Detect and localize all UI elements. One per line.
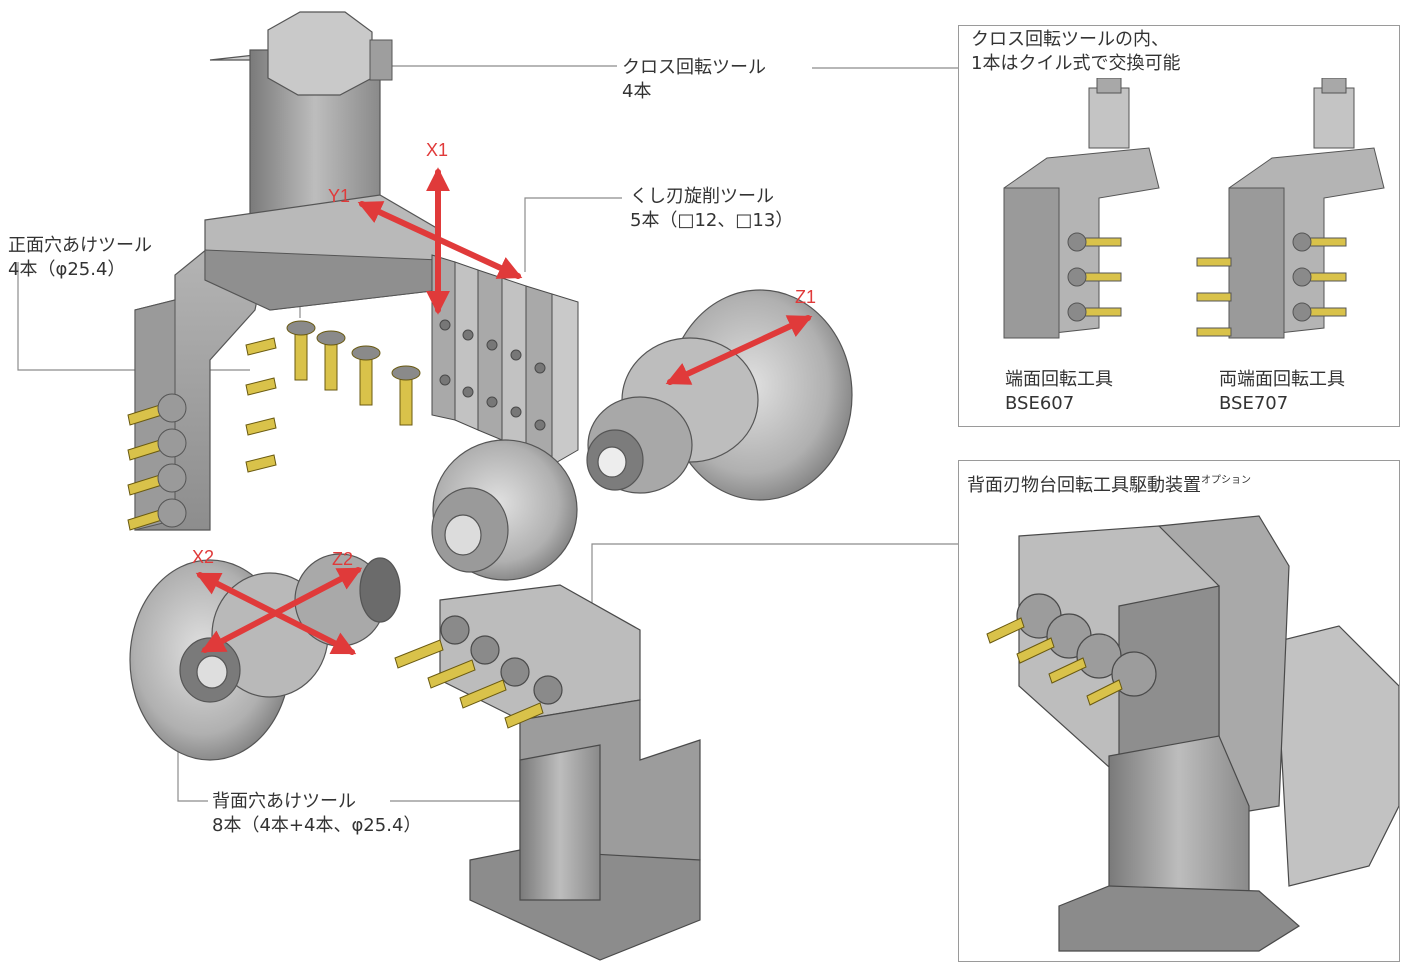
leader-back-drill-right <box>390 710 521 802</box>
axis-label-z2: Z2 <box>332 549 354 569</box>
tool-b-caption: 両端面回転工具 BSE707 <box>1219 368 1345 416</box>
inset-top-illustration <box>1003 78 1385 339</box>
front-drilling-tools <box>127 337 277 531</box>
arrow-y1 <box>357 201 523 279</box>
cross-rotary-tools <box>286 320 421 426</box>
back-tool-holder <box>439 584 701 961</box>
back-drilling-tools <box>394 639 544 729</box>
cross-tool-label-line1: クロス回転ツール <box>622 57 766 78</box>
sub-spindle <box>129 553 401 761</box>
leader-gang-tool <box>524 197 622 272</box>
inset-top-title-line2: 1本はクイル式で交換可能 <box>971 53 1181 74</box>
inset-back-drive-panel: 背面刃物台回転工具駆動装置オプション <box>958 460 1400 962</box>
double-end-face-tool-image <box>1196 78 1385 339</box>
gang-turning-tools <box>431 254 579 466</box>
arrow-z2 <box>200 567 363 653</box>
end-face-tool-image <box>1003 78 1160 339</box>
inset-cross-tool-panel: クロス回転ツールの内、 1本はクイル式で交換可能 <box>958 25 1400 427</box>
back-drill-label-line2: 8本（4本+4本、φ25.4） <box>212 815 422 836</box>
back-drive-drill-pins <box>986 617 1123 706</box>
front-drill-label: 正面穴あけツール 4本（φ25.4） <box>8 234 152 282</box>
axis-label-y1: Y1 <box>328 186 351 206</box>
tool-b-name: 両端面回転工具 <box>1219 369 1345 390</box>
axis-arrows <box>195 167 813 655</box>
front-drill-label-line1: 正面穴あけツール <box>8 235 152 256</box>
inset-bottom-title-main: 背面刃物台回転工具駆動装置 <box>967 475 1201 496</box>
back-drill-label-line1: 背面穴あけツール <box>212 791 356 812</box>
inset-bottom-illustration <box>986 515 1399 952</box>
tool-a-name: 端面回転工具 <box>1005 369 1113 390</box>
tool-b-code: BSE707 <box>1219 393 1289 414</box>
gang-tool-label-line2: 5本（□12、□13） <box>630 210 794 231</box>
back-spindle-disc <box>431 439 578 581</box>
main-turret-frame <box>134 11 441 531</box>
inset-top-title-line1: クロス回転ツールの内、 <box>971 29 1169 50</box>
tool-a-caption: 端面回転工具 BSE607 <box>1005 368 1113 416</box>
arrow-z1 <box>665 315 813 385</box>
leader-back-holder <box>591 543 958 628</box>
inset-bottom-title: 背面刃物台回転工具駆動装置オプション <box>967 469 1251 498</box>
back-drill-label: 背面穴あけツール 8本（4本+4本、φ25.4） <box>212 790 421 838</box>
back-drive-unit-image <box>1016 515 1399 952</box>
tool-a-code: BSE607 <box>1005 393 1075 414</box>
cross-tool-label-line2: 4本 <box>622 81 652 102</box>
inset-top-title: クロス回転ツールの内、 1本はクイル式で交換可能 <box>971 28 1180 76</box>
main-spindle <box>586 289 853 501</box>
cross-tool-label: クロス回転ツール 4本 <box>622 56 766 104</box>
gang-tool-label-line1: くし刃旋削ツール <box>630 186 774 207</box>
axis-label-x1: X1 <box>426 140 449 160</box>
gang-tool-label: くし刃旋削ツール 5本（□12、□13） <box>630 185 793 233</box>
axis-label-x2: X2 <box>192 547 215 567</box>
inset-bottom-title-option: オプション <box>1201 475 1251 486</box>
axis-label-z1: Z1 <box>795 287 817 307</box>
front-drill-label-line2: 4本（φ25.4） <box>8 259 126 280</box>
